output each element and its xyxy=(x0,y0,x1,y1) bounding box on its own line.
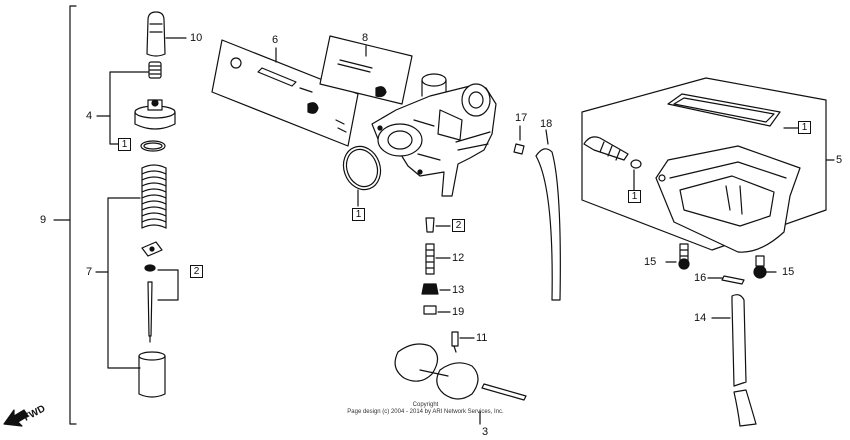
jet-needle xyxy=(147,269,179,343)
callout-17: 17 xyxy=(515,112,528,124)
callout-10: 10 xyxy=(190,32,203,44)
top-cap xyxy=(134,99,176,130)
callout-7: 7 xyxy=(86,266,93,278)
needle-clip xyxy=(141,241,163,272)
callout-14: 14 xyxy=(694,312,707,324)
float xyxy=(394,343,527,425)
float-bowl xyxy=(655,145,801,253)
panel-6 xyxy=(211,39,359,147)
screw-16 xyxy=(707,275,745,285)
throttle-valve xyxy=(138,351,166,398)
bolt-15-left xyxy=(665,243,690,270)
callout-18: 18 xyxy=(540,118,553,130)
bracket-4 xyxy=(96,71,151,145)
tube-18 xyxy=(535,129,561,301)
air-screw xyxy=(583,136,642,191)
copyright-notice: Copyright Page design (c) 2004 - 2014 by… xyxy=(318,402,533,416)
boxed-ref-2-needle: 2 xyxy=(190,265,203,278)
callout-11: 11 xyxy=(476,332,488,344)
callout-8: 8 xyxy=(362,32,369,44)
callout-16: 16 xyxy=(694,272,707,284)
float-chamber-panel xyxy=(581,77,835,251)
boxed-ref-1-screw: 1 xyxy=(628,190,641,203)
bracket-9 xyxy=(53,5,77,425)
callout-15-right: 15 xyxy=(782,266,795,278)
callout-9: 9 xyxy=(40,214,47,226)
piston-cap xyxy=(146,11,187,57)
jet-stack xyxy=(421,217,451,315)
boxed-ref-2-jet: 2 xyxy=(452,219,465,232)
callout-15-left: 15 xyxy=(644,256,657,268)
boxed-ref-1-chamber: 1 xyxy=(798,121,811,134)
callout-3: 3 xyxy=(482,426,489,438)
boxed-ref-1-left: 1 xyxy=(118,138,131,151)
callout-6: 6 xyxy=(272,34,279,46)
bolt-15-right xyxy=(753,255,777,279)
panel-8 xyxy=(319,35,413,105)
copyright-line-2: Page design (c) 2004 - 2014 by ARI Netwo… xyxy=(347,409,504,415)
o-ring xyxy=(140,140,166,152)
boxed-ref-1-gasket: 1 xyxy=(352,208,365,221)
bracket-7 xyxy=(95,197,141,369)
copyright-line-1: Copyright xyxy=(412,402,439,408)
gasket-ring xyxy=(342,145,382,207)
callout-5: 5 xyxy=(836,154,843,166)
callout-4: 4 xyxy=(86,110,93,122)
callout-19: 19 xyxy=(452,306,465,318)
spring xyxy=(141,164,167,229)
carburetor-body xyxy=(371,73,497,197)
fwd-arrow-icon xyxy=(3,409,29,427)
clip-17 xyxy=(513,125,525,155)
callout-13: 13 xyxy=(452,284,465,296)
tube-14 xyxy=(711,294,757,427)
float-pin xyxy=(451,331,475,353)
callout-12: 12 xyxy=(452,252,465,264)
adjuster-screw xyxy=(148,61,162,79)
